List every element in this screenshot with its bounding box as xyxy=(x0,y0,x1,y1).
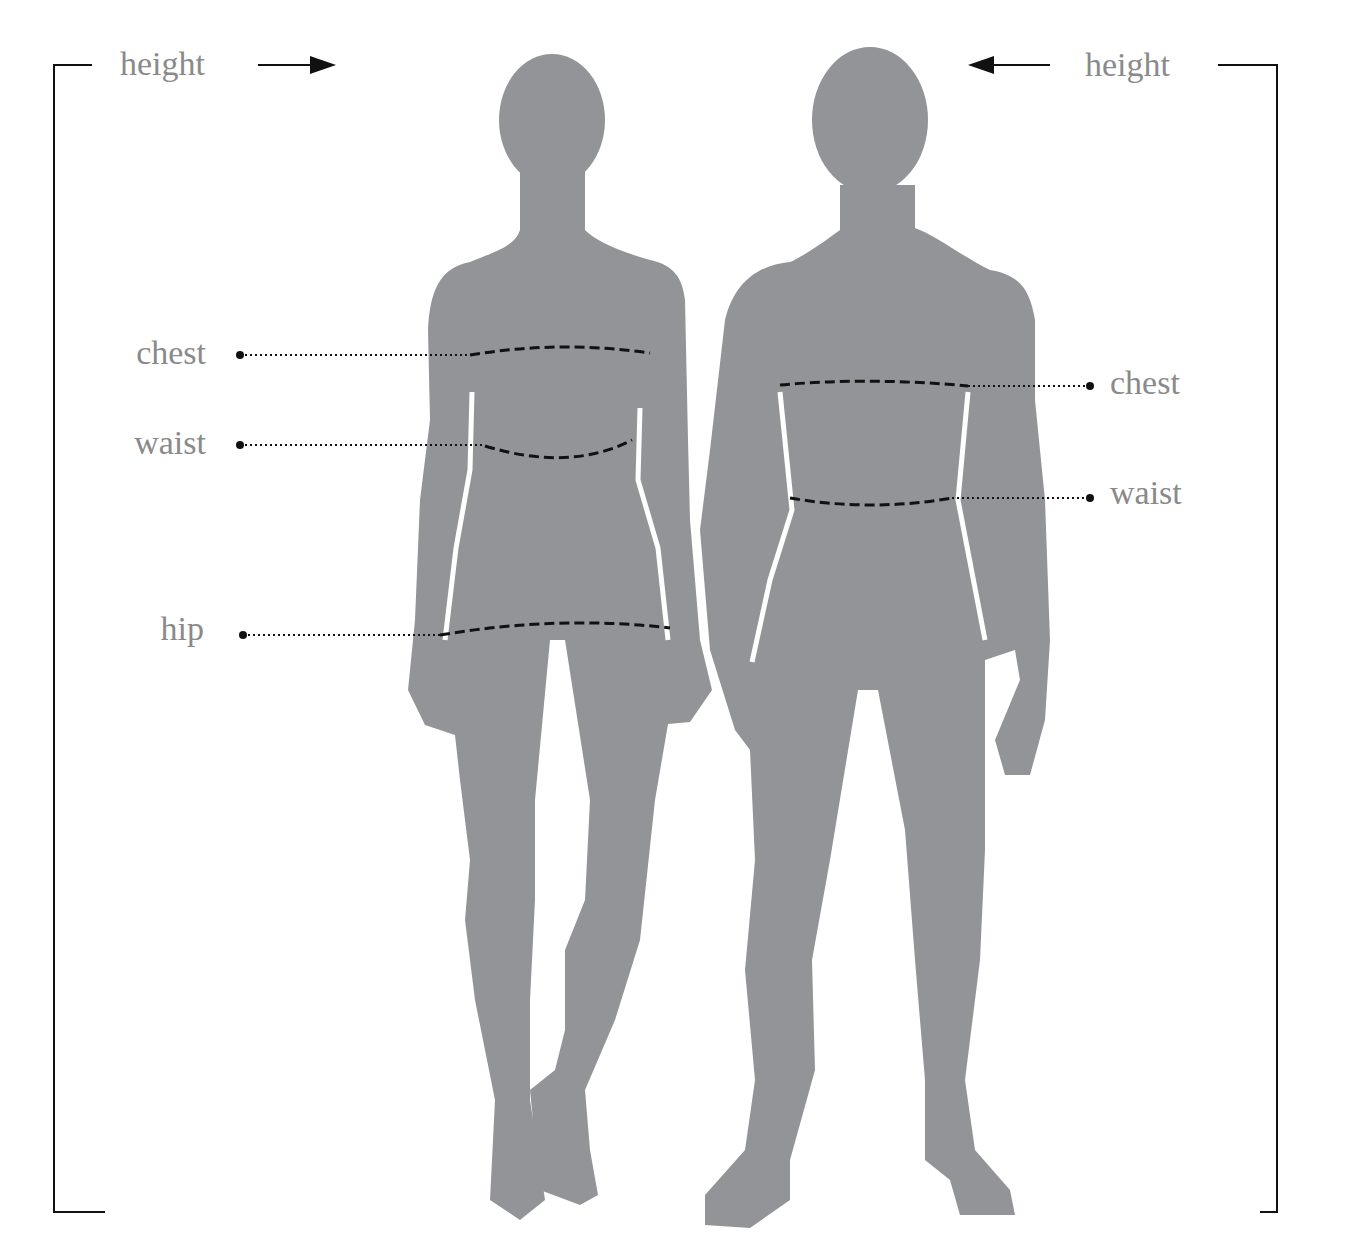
arm-gap xyxy=(752,392,985,662)
leader-dot xyxy=(236,351,1094,639)
measure-line xyxy=(440,347,968,635)
measure-label: height xyxy=(118,44,207,84)
arrow-head xyxy=(310,56,336,74)
height-bracket xyxy=(54,65,1277,1212)
measure-label: chest xyxy=(134,333,208,373)
measure-label: waist xyxy=(132,423,208,463)
measure-label: hip xyxy=(159,609,206,649)
measure-label: height xyxy=(1083,45,1172,85)
leader-line xyxy=(240,355,1090,635)
arrow-head xyxy=(968,56,994,74)
male-silhouette xyxy=(700,47,1050,1228)
female-silhouette xyxy=(408,54,712,1220)
measure-label: chest xyxy=(1108,363,1182,403)
arm-gap xyxy=(445,392,668,640)
measure-label: waist xyxy=(1108,473,1184,513)
